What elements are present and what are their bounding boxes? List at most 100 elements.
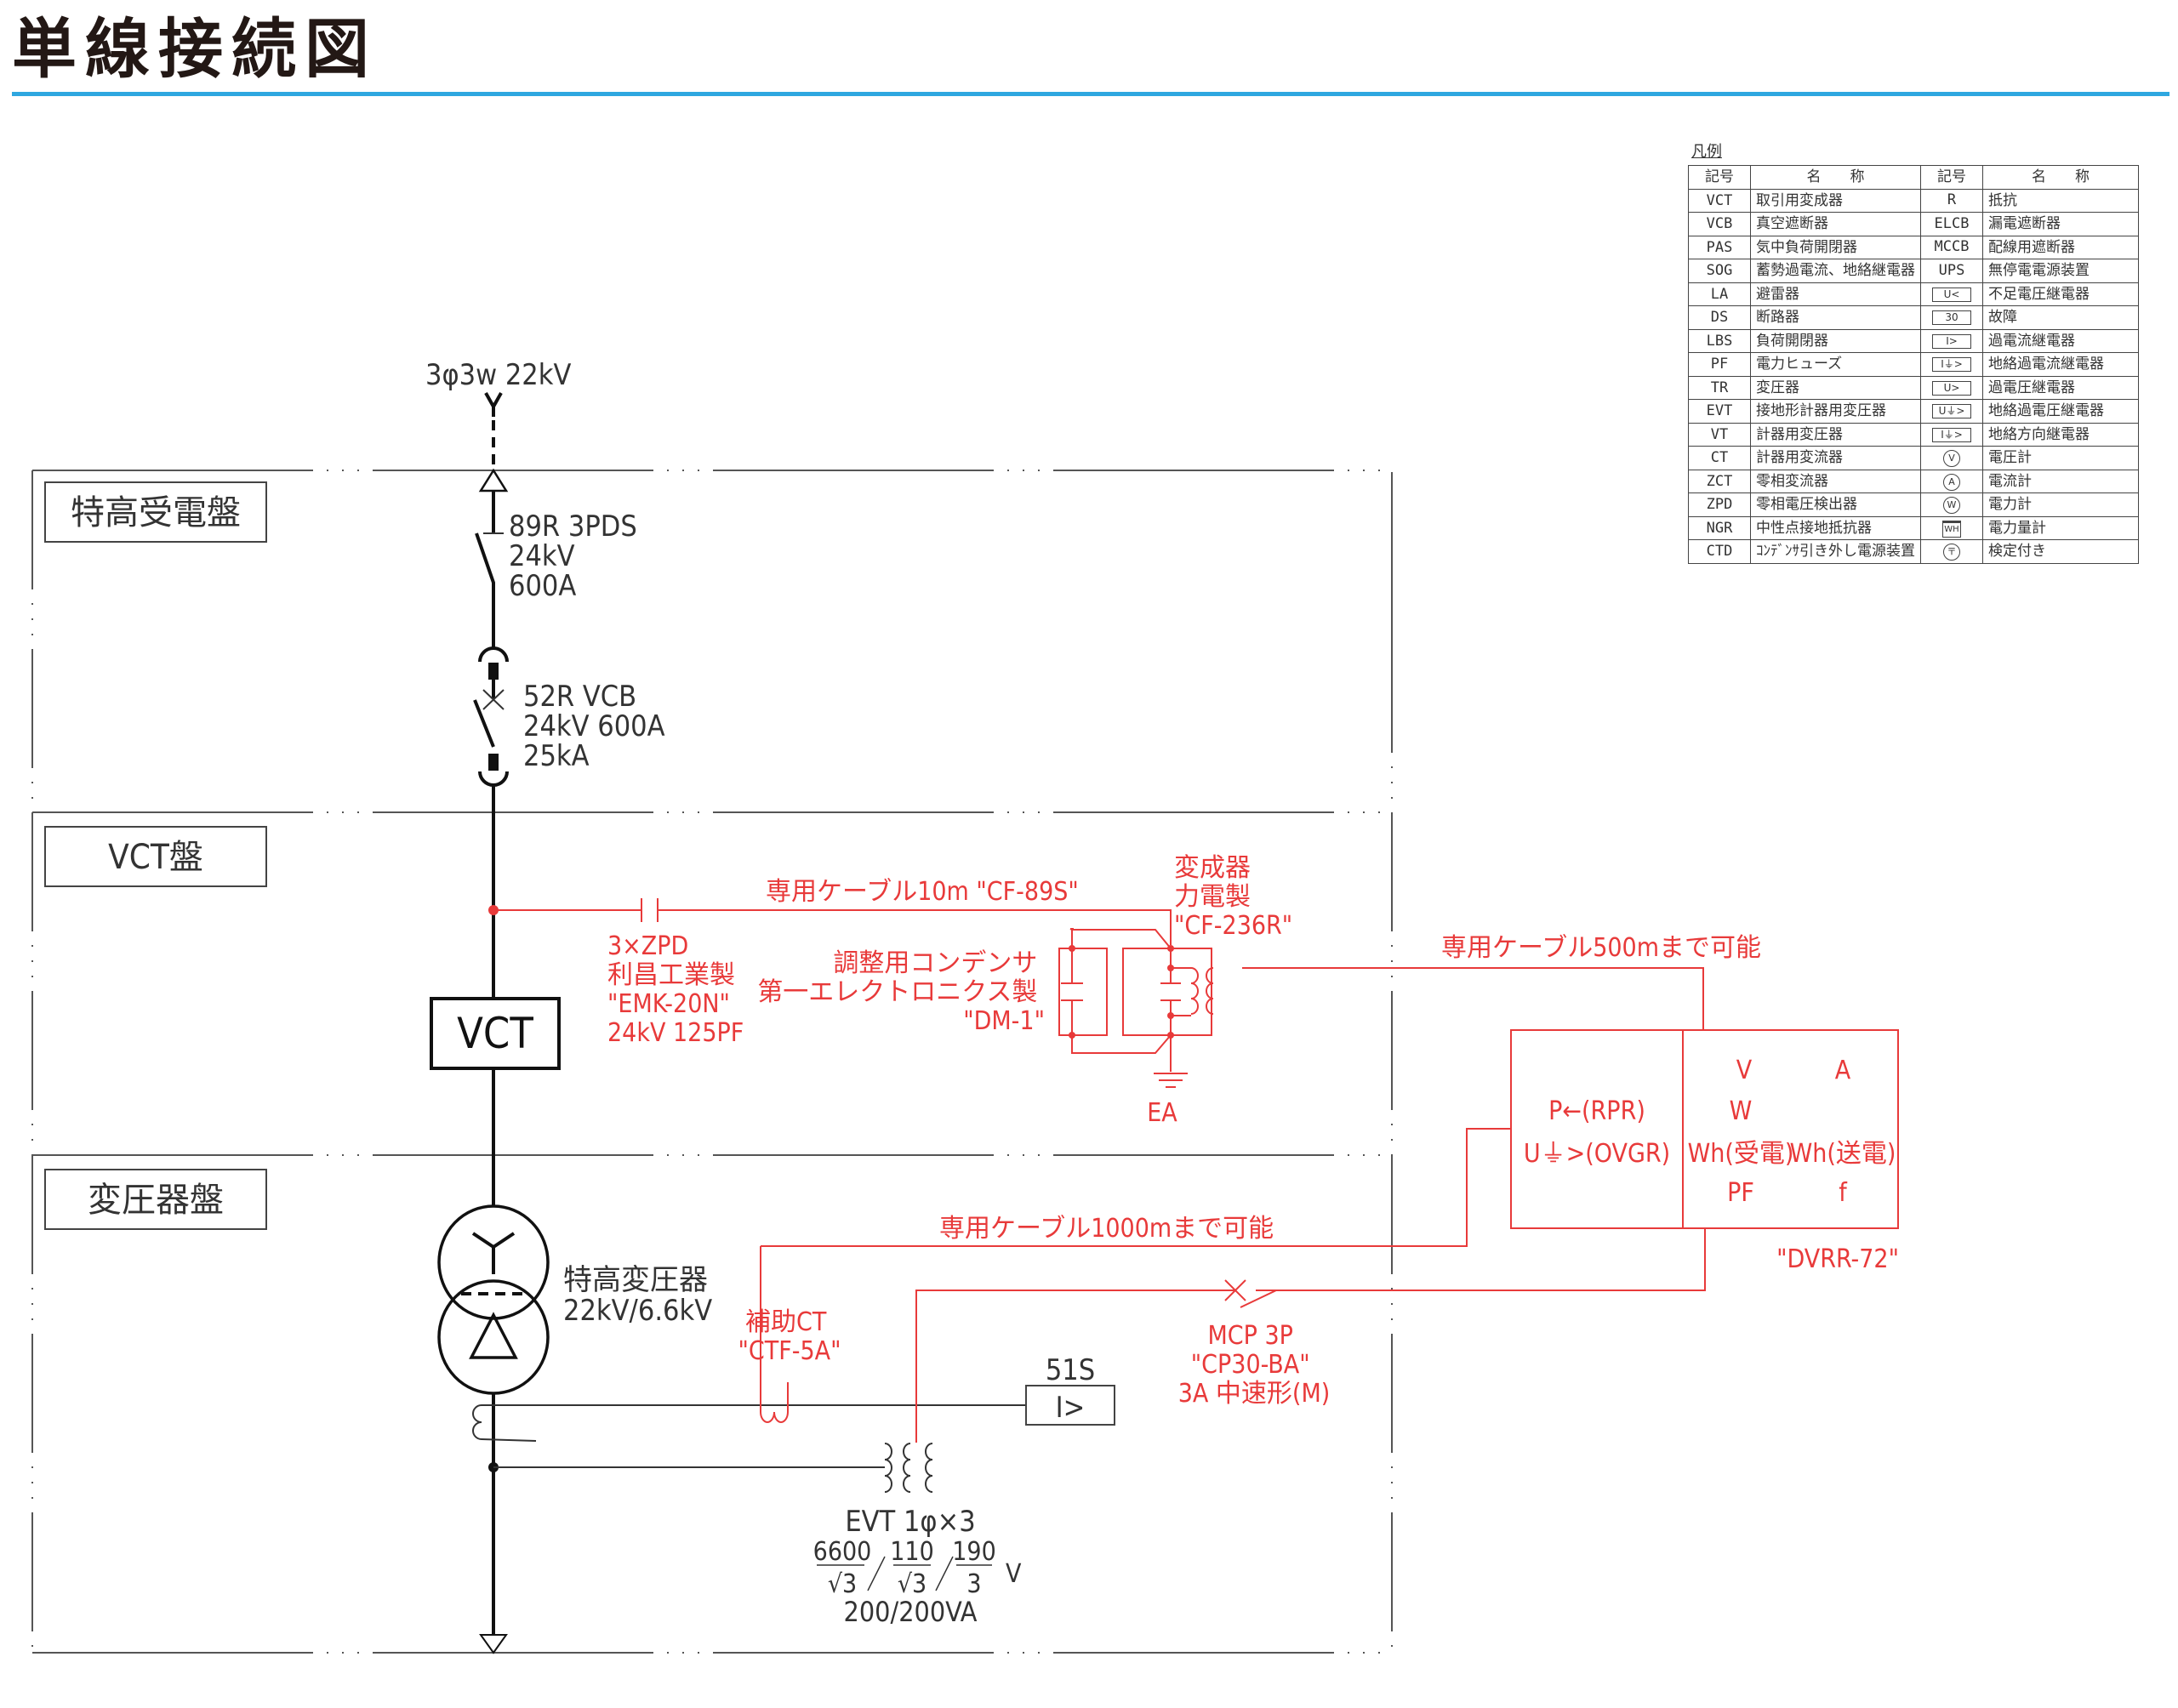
cable-1000m-label: 専用ケーブル1000mまで可能 [939,1214,1274,1244]
relay-symbol-icon: 30 [1932,310,1971,326]
legend-name: 抵抗 [1982,188,2139,213]
panel-label-text: 特高受電盤 [71,493,241,532]
legend-name: 故障 [1982,305,2139,330]
panel-frame-vct [31,811,1393,1155]
legend-name: 計器用変圧器 [1750,422,1921,447]
meter-item: W [1730,1096,1753,1126]
legend-name: 避雷器 [1750,282,1921,306]
legend-caption: 凡例 [1691,143,1722,161]
vcb-line: 25kA [523,739,590,773]
tu-line: 変成器 [1174,853,1251,883]
legend-symbol: VCT [1688,188,1751,213]
vcb-line: 24kV 600A [523,709,665,743]
mcp-line: MCP 3P [1207,1321,1292,1351]
legend-symbol: 〒 [1920,539,1983,564]
panel-frame-transformer [31,1154,1393,1654]
legend-name: 地絡過電圧継電器 [1982,399,2139,424]
meter-item: V [1736,1056,1753,1085]
legend-symbol: UPS [1920,259,1983,283]
panel-label-text: VCT盤 [108,838,203,877]
evt-ratio-unit: V [1006,1559,1022,1589]
disconnector-switch-icon [475,532,495,646]
legend-symbol: CTD [1688,539,1751,564]
current-transformer-icon [472,1404,537,1442]
title-underline [12,92,2169,96]
mcp-line: "CP30-BA" [1191,1350,1310,1380]
legend-name: 地絡方向継電器 [1982,422,2139,447]
legend-symbol: 30 [1920,305,1983,330]
legend-name: 負荷開閉器 [1750,328,1921,353]
tr-line: 特高変圧器 [563,1263,708,1297]
adjustment-capacitor-icon [1058,928,1172,1054]
page-title: 単線接続図 [12,11,378,87]
zpd-line: "EMK-20N" [607,989,730,1019]
relay-51s-box [1025,1385,1115,1426]
watt-hour-meter-icon: WH [1942,520,1961,538]
source-label: 3φ3w 22kV [425,358,571,392]
evt-ratio-num: 6600 [813,1537,872,1567]
legend-name: 零相変流器 [1750,469,1921,493]
legend-symbol: LA [1688,282,1751,306]
legend-symbol: PF [1688,352,1751,377]
meter-symbol-icon: 〒 [1943,544,1960,561]
tu-line: "CF-236R" [1174,911,1292,941]
legend-symbol: W [1920,492,1983,517]
vct-label: VCT [457,1009,533,1058]
legend-name: 零相電圧検出器 [1750,492,1921,517]
legend-name: 中性点接地抵抗器 [1750,515,1921,540]
ds-line: 24kV [509,539,575,573]
tr-line: 22kV/6.6kV [563,1294,712,1328]
aux-ct-line: "CTF-5A" [738,1336,841,1366]
legend-symbol-text: ELCB [1934,214,1970,232]
legend-name: 検定付き [1982,539,2139,564]
earth-label: EA [1147,1098,1177,1128]
zpd-line: 24kV 125PF [607,1018,744,1048]
legend-symbol: ZCT [1688,469,1751,493]
legend-symbol: U⏚> [1920,399,1983,424]
legend-symbol: EVT [1688,399,1751,424]
panel-label-receiving: 特高受電盤 [44,481,267,543]
adj-line: "DM-1" [963,1006,1045,1036]
relay-symbol-icon: U< [1932,287,1971,302]
legend-symbol: R [1920,188,1983,213]
cable-10m-label: 専用ケーブル10m "CF-89S" [766,877,1079,907]
meter-symbol-icon: A [1943,473,1960,491]
legend-symbol: ZPD [1688,492,1751,517]
legend-name: 無停電電源装置 [1982,259,2139,283]
adj-capacitor-label: 調整用コンデンサ 第一エレクトロニクス製 "DM-1" [757,948,1045,1036]
panel-frame-receiving [31,470,1393,812]
legend-symbol: NGR [1688,515,1751,540]
legend-name: 不足電圧継電器 [1982,282,2139,306]
ds-label: 89R 3PDS 24kV 600A [509,510,645,603]
legend-symbol: ELCB [1920,212,1983,236]
legend-symbol: PAS [1688,235,1751,259]
zpd-label: 3×ZPD 利昌工業製 "EMK-20N" 24kV 125PF [607,931,744,1048]
legend-name: 電力計 [1982,492,2139,517]
legend-name: 気中負荷開閉器 [1750,235,1921,259]
legend-name: 真空遮断器 [1750,212,1921,236]
legend-symbol: U> [1920,375,1983,400]
panel-label-text: 変圧器盤 [88,1181,224,1220]
adj-line: 調整用コンデンサ [833,948,1037,978]
evt-ratio: 6600 √3 110 √3 190 3 V [813,1537,1022,1599]
relay-symbol-icon: I⏚> [1932,427,1971,442]
legend-name: 計器用変流器 [1750,446,1921,470]
evt-ratio-num: 190 [952,1537,996,1567]
vacuum-circuit-breaker-icon [473,629,509,1004]
legend-name: 過電圧継電器 [1982,375,2139,400]
evt-ratio-den: 3 [966,1569,981,1599]
transformer-label: 特高変圧器 22kV/6.6kV [563,1263,716,1328]
transformer-icon [437,1204,550,1395]
legend-symbol: V [1920,446,1983,470]
aux-ct-label: 補助CT "CTF-5A" [738,1307,841,1366]
